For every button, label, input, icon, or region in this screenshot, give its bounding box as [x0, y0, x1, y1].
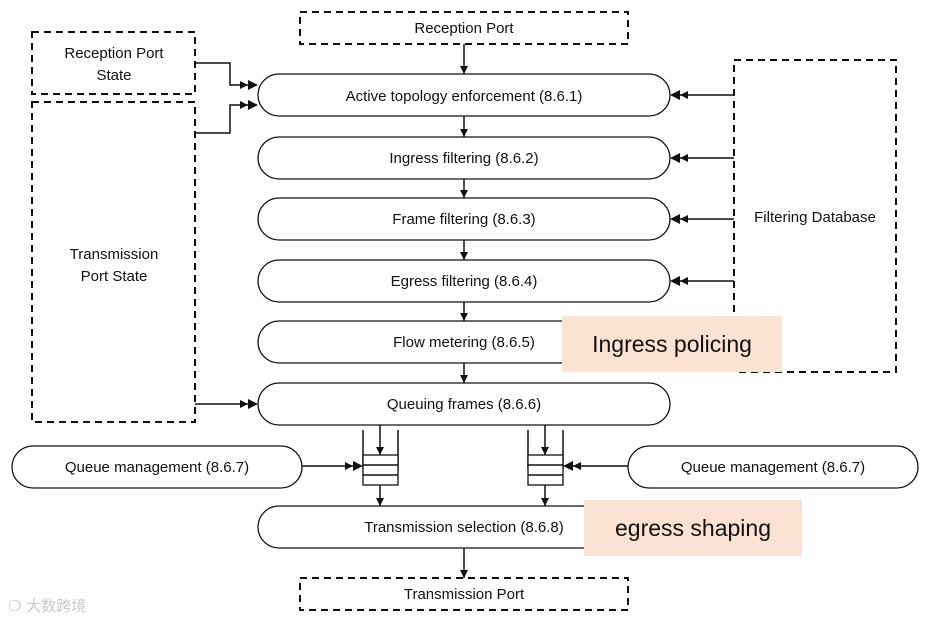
process-frame-filtering: Frame filtering (8.6.3): [257, 197, 671, 241]
transmission-port-state-box: Transmission Port State: [31, 101, 196, 423]
process-label: Ingress filtering (8.6.2): [389, 150, 538, 167]
queue-management-left-label: Queue management (8.6.7): [65, 459, 249, 476]
queue-management-right-label: Queue management (8.6.7): [681, 459, 865, 476]
queue-management-left: Queue management (8.6.7): [11, 445, 303, 489]
process-label: Queuing frames (8.6.6): [387, 396, 541, 413]
state-connectors: [195, 62, 258, 409]
reception-port-state-label-line1: Reception Port: [64, 45, 164, 62]
transmission-port-state-label-line1: Transmission: [70, 246, 159, 263]
transmission-port-box: Transmission Port: [299, 577, 629, 611]
process-label: Egress filtering (8.6.4): [391, 273, 538, 290]
reception-port-label: Reception Port: [414, 20, 514, 37]
reception-port-state-label-line2: State: [96, 67, 131, 84]
process-label: Frame filtering (8.6.3): [392, 211, 535, 228]
reception-port-state-box: Reception Port State: [31, 31, 196, 95]
watermark-text: 大数跨境: [26, 597, 87, 615]
filtering-database-label: Filtering Database: [754, 209, 876, 226]
process-label: Active topology enforcement (8.6.1): [346, 88, 583, 105]
transmission-port-state-label-line2: Port State: [81, 268, 148, 285]
ingress-policing-highlight: Ingress policing: [562, 316, 782, 372]
process-egress-filtering: Egress filtering (8.6.4): [257, 259, 671, 303]
watermark: ❍ 大数跨境: [8, 595, 86, 616]
flow-arrows: [376, 44, 549, 578]
reception-port-box: Reception Port: [299, 11, 629, 45]
transmission-port-label: Transmission Port: [404, 586, 525, 603]
process-queuing-frames: Queuing frames (8.6.6): [257, 382, 671, 426]
process-label: Flow metering (8.6.5): [393, 334, 535, 351]
filtering-database-box: Filtering Database: [733, 59, 897, 373]
queue-management-connectors: [302, 461, 628, 471]
process-active-topology: Active topology enforcement (8.6.1): [257, 73, 671, 117]
database-connectors: [670, 90, 734, 286]
process-ingress-filtering: Ingress filtering (8.6.2): [257, 136, 671, 180]
egress-shaping-highlight: egress shaping: [584, 500, 802, 556]
process-label: Transmission selection (8.6.8): [364, 519, 564, 536]
queue-management-right: Queue management (8.6.7): [627, 445, 919, 489]
watermark-logo-icon: ❍: [8, 597, 27, 615]
